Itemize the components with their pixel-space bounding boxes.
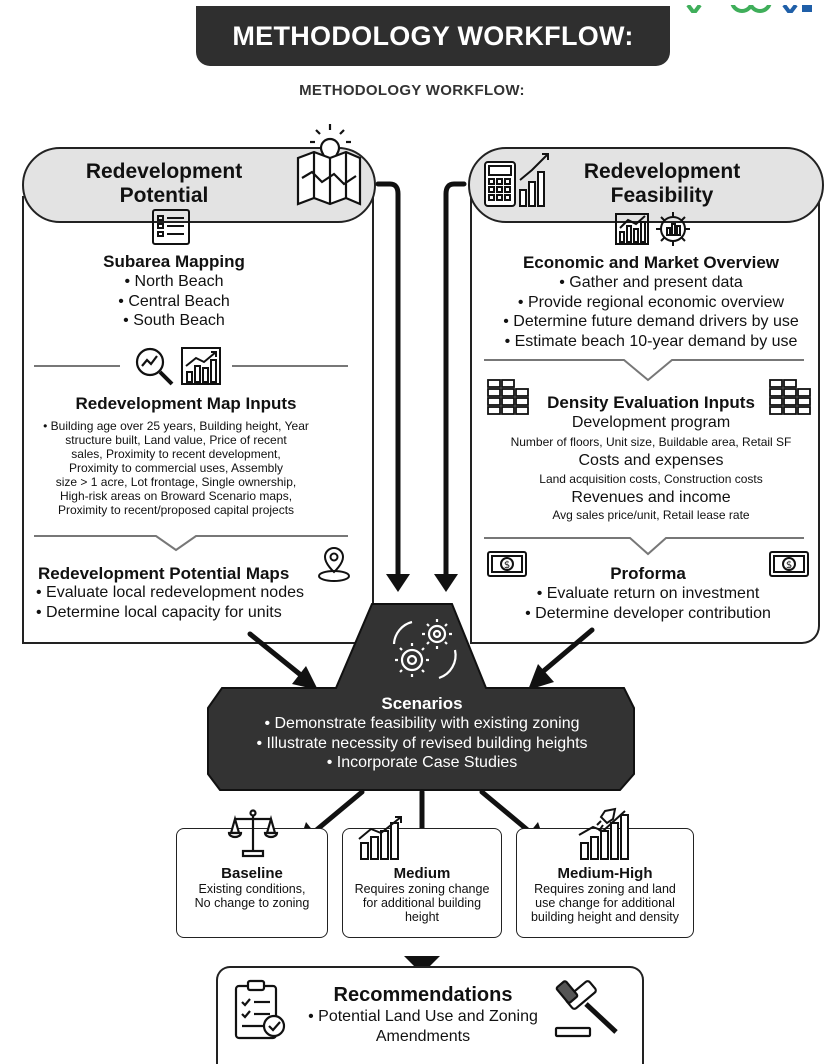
proforma-item: • Determine developer contribution — [525, 604, 771, 622]
option-desc-line: use change for additional — [535, 896, 675, 910]
option-card-medium-high: Medium-High Requires zoning and land use… — [516, 807, 694, 938]
map-input-line: High-risk areas on Broward Scenario maps… — [59, 489, 293, 503]
option-desc-line: for additional building — [362, 896, 482, 910]
proforma-heading: Proforma — [610, 564, 686, 583]
proforma-section: Proforma • Evaluate return on investment… — [478, 564, 818, 623]
recommendations-line: • Potential Land Use and Zoning — [308, 1008, 538, 1025]
density-heading: Density Evaluation Inputs — [547, 393, 755, 412]
cash-icon: $ — [486, 550, 528, 578]
subarea-item: • South Beach — [123, 312, 225, 329]
recommendations-line: Amendments — [375, 1027, 471, 1045]
scenarios-heading: Scenarios — [381, 694, 463, 713]
magnifier-chart-icon — [132, 344, 176, 388]
subarea-item: • Central Beach — [118, 292, 230, 310]
brick-stack-icon — [486, 378, 530, 420]
density-program-detail: Number of floors, Unit size, Buildable a… — [510, 434, 792, 449]
recommendations-box — [216, 966, 644, 1064]
option-desc-line: Requires zoning change — [354, 882, 490, 896]
map-input-line: size > 1 acre, Lot frontage, Single owne… — [55, 475, 297, 489]
map-input-line: structure built, Land value, Price of re… — [65, 433, 287, 447]
banner-title: METHODOLOGY WORKFLOW: — [232, 20, 634, 51]
scenarios-item: • Demonstrate feasibility with existing … — [264, 715, 580, 732]
economic-item: • Provide regional economic overview — [517, 293, 785, 311]
clipboard-check-icon — [232, 978, 288, 1042]
map-pin-icon — [316, 544, 352, 584]
economic-heading: Economic and Market Overview — [522, 253, 780, 272]
map-input-line: Proximity to commercial uses, Assembly — [68, 461, 284, 475]
option-desc-line: height — [404, 910, 440, 924]
option-desc-line: Existing conditions, — [198, 882, 306, 896]
potential-maps-list: • Evaluate local redevelopment nodes • D… — [36, 583, 346, 622]
option-desc-line: building height and density — [530, 910, 680, 924]
option-desc-line: No change to zoning — [194, 896, 310, 910]
section-divider — [34, 365, 120, 367]
gears-cycle-icon — [392, 619, 457, 680]
subarea-section: Subarea Mapping • North Beach • Central … — [24, 252, 324, 331]
right-panel-title: Redevelopment Feasibility — [583, 160, 741, 207]
title-banner: METHODOLOGY WORKFLOW: — [196, 6, 670, 66]
subarea-item: • North Beach — [124, 273, 224, 290]
map-inputs-heading: Redevelopment Map Inputs — [75, 394, 297, 413]
option-title: Medium-High — [557, 865, 653, 882]
proforma-item: • Evaluate return on investment — [536, 585, 760, 602]
scenarios-shape — [207, 603, 635, 791]
density-revenue-heading: Revenues and income — [571, 489, 731, 506]
option-desc-line: Requires zoning and land — [534, 882, 676, 896]
option-title: Medium — [393, 865, 451, 882]
scenarios-item: • Illustrate necessity of revised buildi… — [256, 734, 588, 752]
potential-maps-item: • Evaluate local redevelopment nodes — [36, 584, 304, 601]
map-input-line: • Building age over 25 years, Building h… — [43, 419, 309, 433]
calculator-chart-icon — [482, 150, 554, 210]
potential-maps-item: • Determine local capacity for units — [36, 603, 282, 621]
gavel-icon — [552, 976, 624, 1042]
bar-chart-icon — [614, 212, 650, 246]
density-section: Density Evaluation Inputs Development pr… — [478, 393, 824, 522]
growth-chart-icon — [357, 813, 407, 861]
rocket-chart-icon — [575, 807, 635, 861]
option-card-medium: Medium Requires zoning change for additi… — [342, 816, 502, 938]
economic-item: • Estimate beach 10-year demand by use — [504, 332, 798, 350]
economic-item: • Gather and present data — [559, 274, 743, 291]
density-costs-detail: Land acquisition costs, Construction cos… — [539, 472, 763, 486]
recommendations-block: Recommendations • Potential Land Use and… — [290, 984, 556, 1046]
gear-chart-icon — [654, 210, 692, 248]
scenarios-block: Scenarios • Demonstrate feasibility with… — [224, 694, 620, 773]
map-inputs-list: • Building age over 25 years, Building h… — [28, 419, 324, 517]
chevron-divider — [34, 532, 348, 554]
section-divider — [232, 365, 348, 367]
density-program-heading: Development program — [571, 414, 731, 431]
chevron-divider — [484, 534, 804, 558]
checklist-icon — [151, 208, 191, 246]
map-input-line: sales, Proximity to recent development, — [71, 447, 281, 461]
svg-text:$: $ — [504, 560, 510, 571]
density-costs-heading: Costs and expenses — [578, 451, 724, 469]
recommendations-heading: Recommendations — [333, 984, 513, 1006]
right-panel — [470, 196, 820, 644]
cash-icon: $ — [768, 550, 810, 578]
option-card-baseline: Baseline Existing conditions, No change … — [176, 809, 328, 938]
page-subtitle: METHODOLOGY WORKFLOW: — [299, 82, 525, 99]
density-revenue-detail: Avg sales price/unit, Retail lease rate — [552, 507, 750, 522]
right-panel-title-pill: Redevelopment Feasibility — [468, 147, 824, 223]
left-panel-title: Redevelopment Potential — [85, 160, 243, 207]
economic-item: • Determine future demand drivers by use — [503, 313, 799, 330]
brick-stack-icon — [768, 378, 812, 420]
economic-section: Economic and Market Overview • Gather an… — [478, 253, 824, 351]
potential-maps-heading: Redevelopment Potential Maps — [38, 564, 290, 583]
scales-icon — [227, 807, 279, 859]
subarea-heading: Subarea Mapping — [103, 252, 245, 271]
map-input-line: Proximity to recent/proposed capital pro… — [57, 503, 295, 517]
option-title: Baseline — [221, 865, 283, 882]
svg-text:$: $ — [786, 560, 792, 571]
scenarios-item: • Incorporate Case Studies — [326, 754, 518, 771]
lightbulb-map-icon — [294, 122, 364, 208]
bar-growth-chart-icon — [180, 346, 222, 386]
chevron-divider — [484, 356, 804, 384]
left-panel — [22, 196, 374, 644]
